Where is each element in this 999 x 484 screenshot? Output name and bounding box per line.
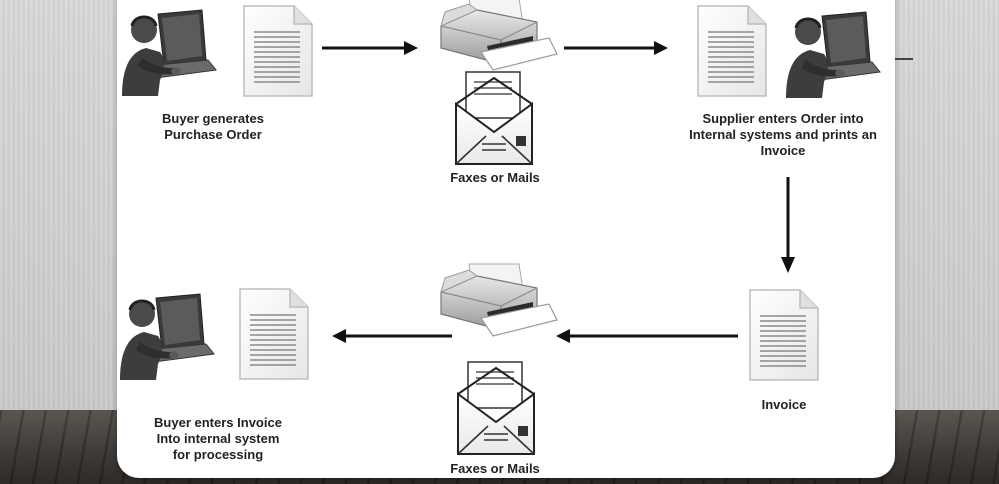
person-at-laptop-icon	[120, 8, 220, 100]
faxes-or-mails-caption: Faxes or Mails	[430, 461, 560, 477]
arrow-icon	[780, 175, 796, 275]
document-icon	[238, 287, 312, 383]
faxes-or-mails-caption: Faxes or Mails	[430, 170, 560, 186]
document-icon	[748, 288, 822, 384]
buyer-generates-caption: Buyer generates Purchase Order	[148, 111, 278, 143]
envelope-icon	[456, 360, 536, 456]
document-icon	[696, 4, 770, 100]
edge-tick	[895, 58, 913, 60]
person-at-laptop-icon	[118, 292, 218, 384]
caption-line: Supplier enters Order into	[702, 111, 864, 126]
invoice-caption: Invoice	[734, 397, 834, 413]
person-at-laptop-icon	[784, 10, 884, 102]
caption-line: Internal systems and prints an	[689, 127, 877, 142]
envelope-icon	[454, 70, 534, 166]
caption-line: Into internal system	[156, 431, 280, 446]
caption-line: Faxes or Mails	[450, 170, 540, 185]
caption-line: Purchase Order	[164, 127, 262, 142]
arrow-icon	[320, 40, 420, 56]
arrow-icon	[554, 328, 740, 344]
arrow-icon	[562, 40, 670, 56]
fax-printer-icon	[437, 0, 559, 74]
caption-line: Invoice	[760, 143, 806, 158]
caption-line: Buyer generates	[162, 111, 264, 126]
fax-printer-icon	[437, 262, 559, 340]
arrow-icon	[330, 328, 454, 344]
caption-line: Buyer enters Invoice	[154, 415, 282, 430]
supplier-enters-caption: Supplier enters Order into Internal syst…	[676, 111, 890, 159]
caption-line: Faxes or Mails	[450, 461, 540, 476]
caption-line: Invoice	[761, 397, 807, 412]
document-icon	[242, 4, 316, 100]
buyer-enters-caption: Buyer enters Invoice Into internal syste…	[138, 415, 298, 463]
caption-line: for processing	[172, 447, 264, 462]
